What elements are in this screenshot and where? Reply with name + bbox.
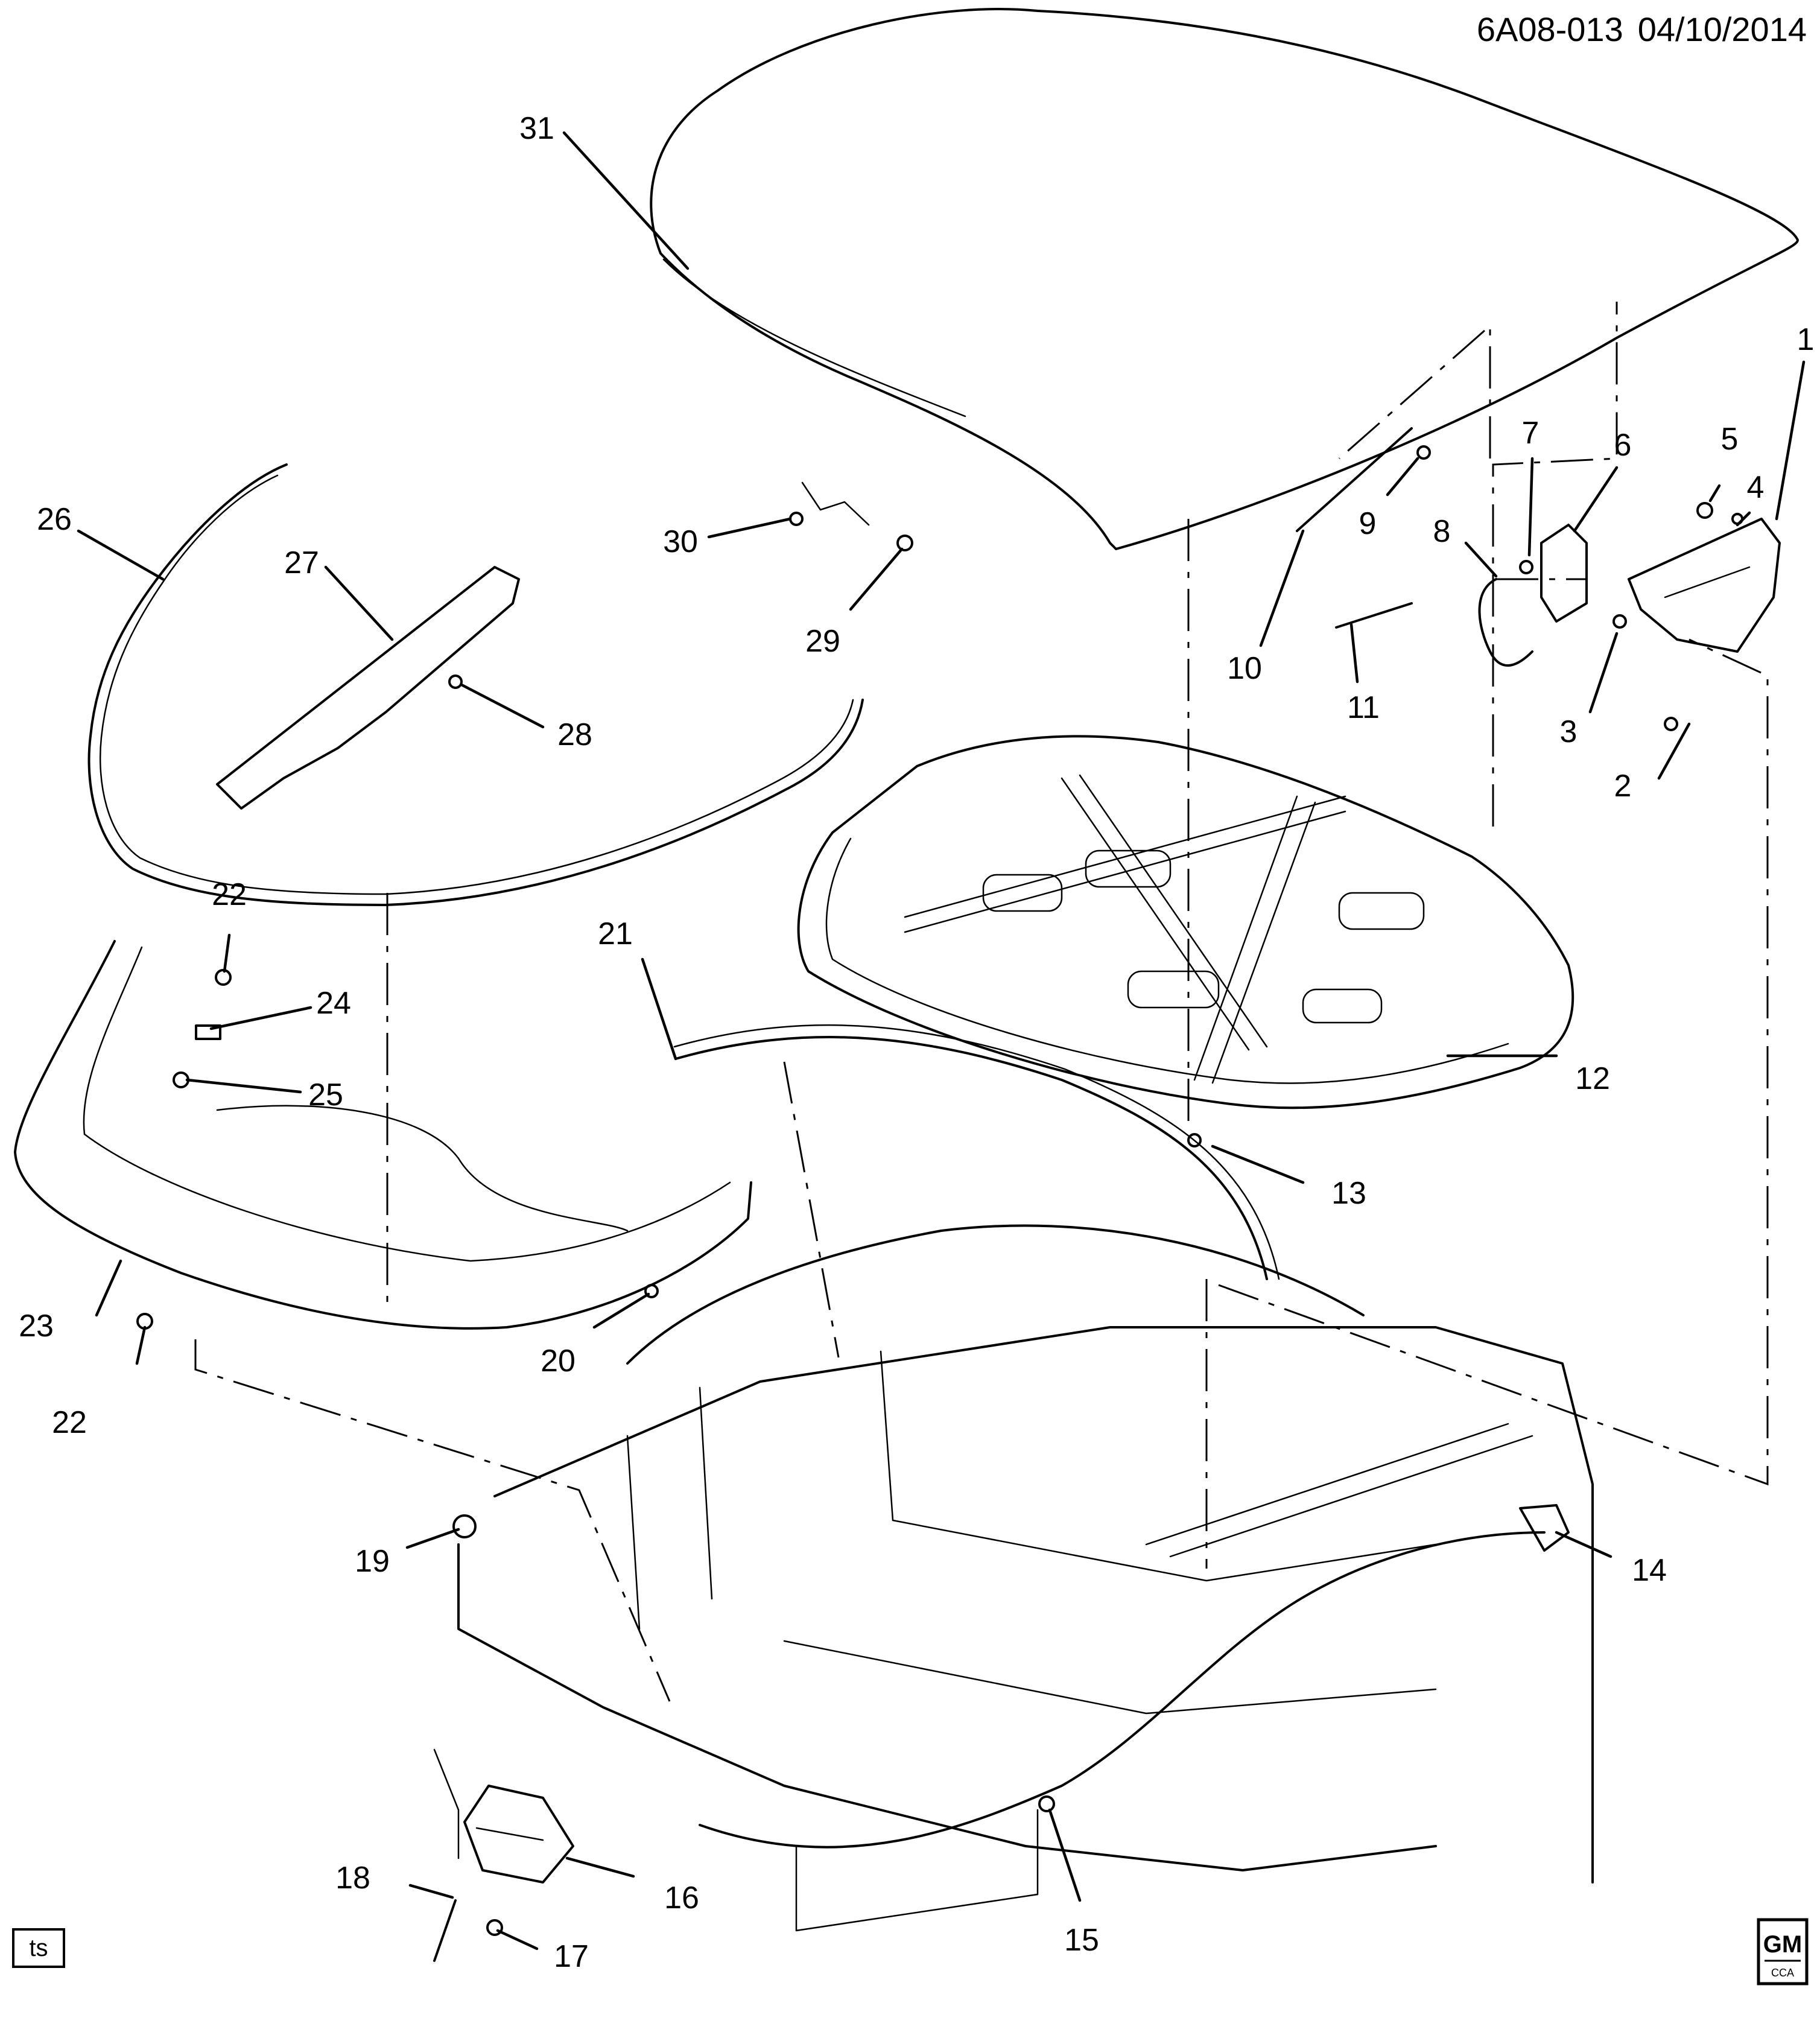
callout-20: 20 (541, 1344, 576, 1379)
fastener-7 (1519, 560, 1533, 574)
gm-logo-frame (1757, 1918, 1809, 1985)
callout-14: 14 (1632, 1553, 1667, 1588)
hood-bumper-19 (452, 1514, 477, 1538)
gm-logo: GM CCA (1757, 1918, 1809, 1985)
callout-21: 21 (598, 916, 633, 951)
callout-28: 28 (557, 717, 592, 752)
callout-5: 5 (1721, 422, 1739, 457)
callout-17: 17 (554, 1939, 589, 1974)
callout-24: 24 (316, 986, 351, 1021)
fastener-9 (1416, 445, 1431, 460)
ts-badge: ts (12, 1928, 65, 1968)
ts-badge-label: ts (29, 1935, 48, 1961)
callout-10: 10 (1227, 651, 1262, 686)
hood-primary-latch-assembly (1540, 524, 1588, 623)
callout-22-upper: 22 (212, 877, 247, 912)
fastener-13 (1187, 1133, 1202, 1147)
callout-6: 6 (1614, 428, 1632, 463)
hood-hinge (1628, 518, 1781, 653)
callout-11: 11 (1347, 690, 1380, 725)
callout-30: 30 (663, 524, 698, 559)
ts-badge-box (12, 1928, 65, 1968)
hood-panel (650, 7, 1799, 550)
hood-strut (1296, 427, 1413, 532)
cable-clip-15 (1038, 1795, 1055, 1812)
hood-latch-cable-bracket (1478, 578, 1533, 667)
air-deflector (216, 566, 520, 810)
fastener-20 (644, 1284, 659, 1298)
callout-2: 2 (1614, 769, 1632, 804)
gm-logo-sub: CCA (1771, 1967, 1794, 1979)
fastener-22-upper (215, 969, 232, 986)
callout-26: 26 (37, 502, 72, 537)
callout-13: 13 (1331, 1176, 1366, 1211)
callout-19: 19 (355, 1544, 390, 1579)
diagram-date: 04/10/2014 (1638, 10, 1807, 48)
front-fascia-upper (14, 940, 752, 1330)
fastener-30 (789, 512, 804, 526)
callout-9: 9 (1359, 506, 1377, 541)
clip-24 (195, 1024, 221, 1040)
callout-29: 29 (805, 624, 840, 659)
fastener-5 (1696, 502, 1713, 519)
callout-1: 1 (1797, 322, 1815, 357)
hood-rear-weatherstrip (87, 463, 864, 906)
hood-inner-panel (797, 735, 1574, 1109)
callout-23: 23 (19, 1309, 54, 1344)
callout-18: 18 (335, 1861, 370, 1896)
callout-4: 4 (1747, 470, 1765, 505)
hood-release-handle (1519, 1504, 1570, 1552)
body-front-structure (433, 1224, 1594, 1932)
callout-22-lower: 22 (52, 1405, 87, 1440)
diagram-code: 6A08-013 (1477, 10, 1623, 48)
diagram-header: 6A08-013 04/10/2014 (1477, 10, 1807, 48)
callout-8: 8 (1433, 514, 1451, 549)
callout-27: 27 (284, 545, 319, 580)
alignment-lines (194, 302, 1769, 1702)
hood-release-cable (699, 1531, 1546, 1849)
callout-15: 15 (1064, 1923, 1099, 1958)
callout-16: 16 (664, 1881, 699, 1915)
fastener-29 (896, 535, 913, 551)
callout-7: 7 (1522, 416, 1540, 451)
leader-lines (77, 131, 1806, 1950)
callout-12: 12 (1575, 1061, 1610, 1096)
callout-31: 31 (519, 111, 554, 146)
hood-front-seal (674, 1036, 1268, 1280)
cable-18 (433, 1899, 457, 1962)
callout-3: 3 (1560, 714, 1578, 749)
callout-labels: 1 2 3 4 5 6 7 8 9 10 11 12 13 14 15 16 1… (19, 111, 1814, 1974)
fastener-3 (1612, 614, 1627, 629)
fastener-2 (1664, 717, 1678, 731)
hood-latch (463, 1785, 574, 1884)
fastener-17 (486, 1919, 503, 1936)
callout-25: 25 (308, 1078, 343, 1112)
hood-prop-rod (1335, 602, 1413, 629)
gm-logo-mark: GM (1763, 1931, 1802, 1958)
fastener-28 (448, 674, 463, 689)
